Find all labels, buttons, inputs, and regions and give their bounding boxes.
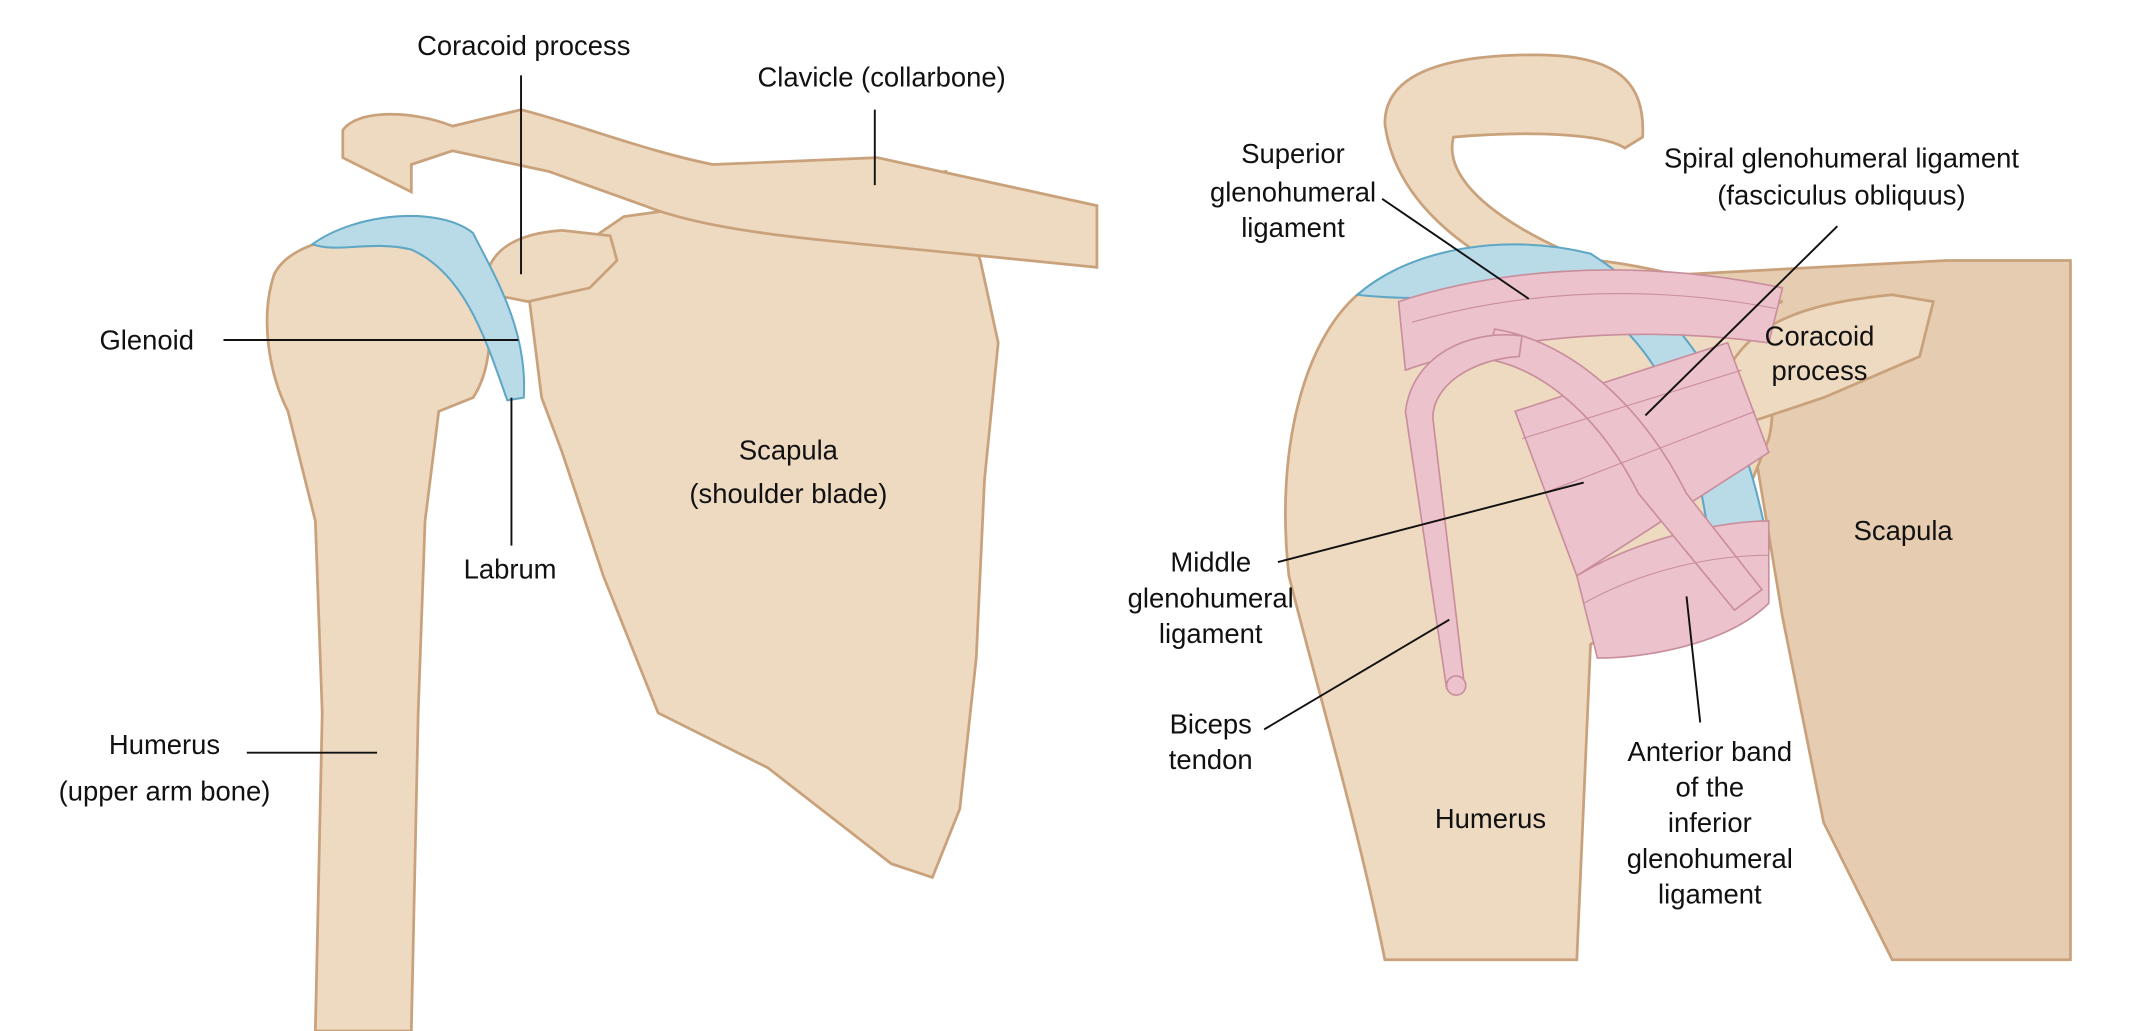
label-superior-gh-ligament-2: glenohumeral: [1210, 177, 1376, 208]
label-biceps-tendon-2: tendon: [1169, 744, 1253, 775]
coracoid-shape-right: [1726, 293, 1936, 427]
leader-line: [1277, 481, 1584, 564]
label-anterior-band-5: ligament: [1658, 878, 1762, 909]
label-anterior-band-2: of the: [1676, 772, 1745, 803]
leader-line: [1263, 618, 1450, 731]
label-clavicle: Clavicle (collarbone): [758, 61, 1006, 92]
right-labels: Superior glenohumeral ligament Spiral gl…: [1128, 138, 2020, 909]
label-scapula-sub: (shoulder blade): [689, 478, 887, 509]
label-middle-gh-ligament-2: glenohumeral: [1128, 582, 1294, 613]
label-coracoid-process: Coracoid process: [417, 30, 630, 61]
label-coracoid-right-2: process: [1772, 355, 1868, 386]
left-labels: Coracoid process Clavicle (collarbone) G…: [59, 30, 1006, 807]
label-anterior-band-3: inferior: [1668, 807, 1752, 838]
label-humerus-sub: (upper arm bone): [59, 776, 271, 807]
label-superior-gh-ligament-3: ligament: [1241, 212, 1345, 243]
leader-line: [1381, 198, 1530, 300]
glenoid-cartilage: [310, 214, 526, 402]
label-anterior-band-4: glenohumeral: [1627, 843, 1793, 874]
label-biceps-tendon: Biceps: [1170, 708, 1252, 739]
spiral-ligament-band: [1486, 328, 1764, 612]
label-humerus: Humerus: [109, 729, 220, 760]
humerus-shape: [265, 234, 491, 1031]
left-shoulder-illustration: [265, 108, 1099, 1031]
label-scapula-right: Scapula: [1854, 515, 1954, 546]
label-glenoid: Glenoid: [99, 325, 193, 356]
right-shoulder-illustration: [1284, 53, 2072, 962]
label-humerus-right: Humerus: [1435, 803, 1546, 834]
label-spiral-gh-ligament: Spiral glenohumeral ligament: [1664, 142, 2019, 173]
ligament-fibers: [1412, 293, 1776, 604]
coracoid-shape: [485, 228, 619, 304]
scapula-shape: [526, 169, 1000, 880]
label-anterior-band: Anterior band: [1628, 736, 1793, 767]
leader-line: [1644, 225, 1839, 417]
leader-line: [1685, 596, 1702, 723]
label-coracoid-right: Coracoid: [1765, 320, 1875, 351]
label-scapula: Scapula: [739, 434, 839, 465]
biceps-tendon-end: [1445, 675, 1467, 696]
label-spiral-gh-ligament-2: (fasciculus obliquus): [1717, 179, 1965, 210]
label-labrum: Labrum: [464, 554, 557, 585]
label-middle-gh-ligament: Middle: [1170, 547, 1251, 578]
scapula-shape-right: [1684, 259, 2072, 962]
clavicle-shape: [341, 108, 1099, 269]
label-superior-gh-ligament: Superior: [1241, 138, 1345, 169]
label-middle-gh-ligament-3: ligament: [1159, 618, 1263, 649]
biceps-tendon-shape: [1404, 334, 1523, 690]
